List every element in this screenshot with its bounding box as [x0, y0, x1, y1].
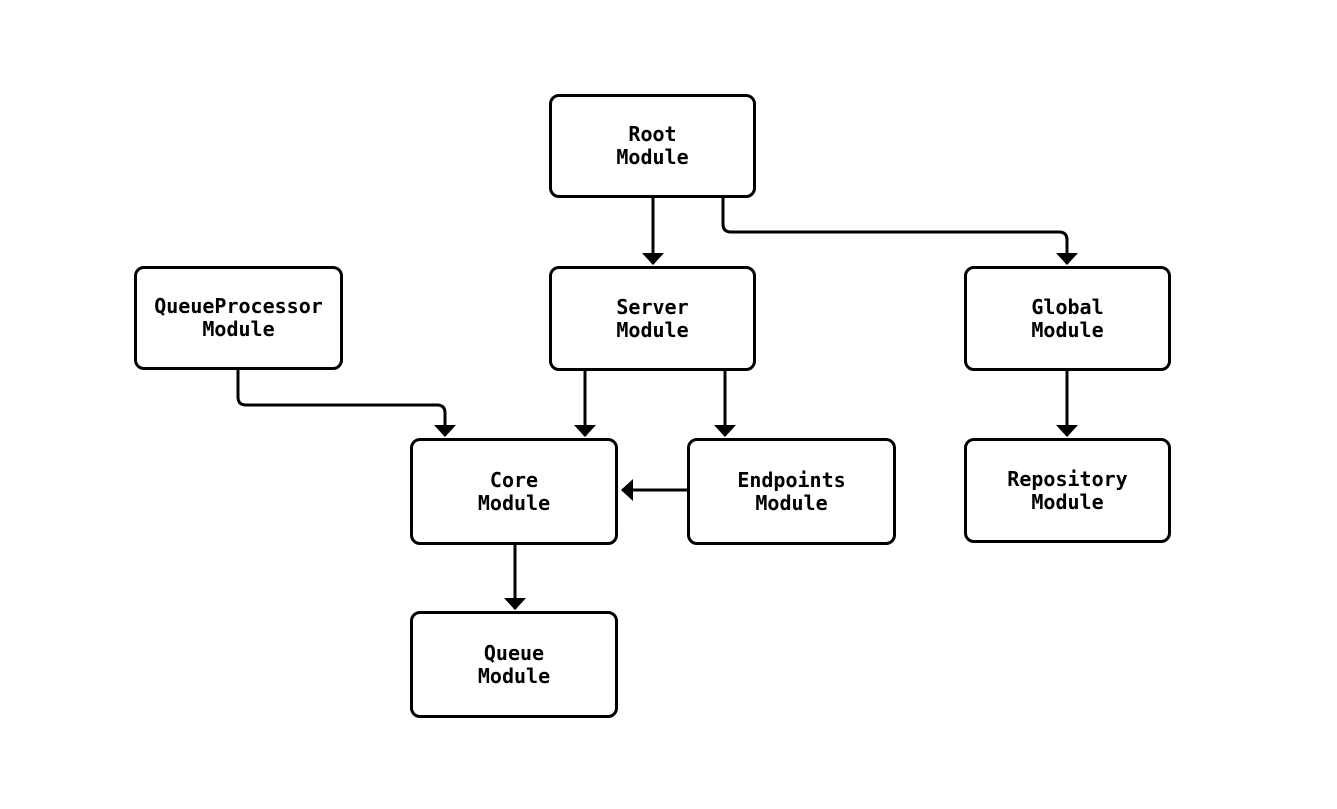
node-endpoints-module: Endpoints Module	[687, 438, 896, 545]
edge-root-to-global	[721, 197, 1078, 265]
node-core-module-label: Core Module	[477, 467, 551, 515]
node-global-module-label: Global Module	[1031, 294, 1104, 342]
node-queueprocessor-module: QueueProcessor Module	[134, 266, 343, 370]
node-endpoints-module-label: Endpoints Module	[737, 467, 846, 515]
node-queueprocessor-module-label: QueueProcessor Module	[154, 294, 323, 341]
node-root-module: Root Module	[549, 94, 756, 198]
node-repository-module: Repository Module	[964, 438, 1171, 543]
node-global-module: Global Module	[964, 266, 1171, 371]
node-queue-module-label: Queue Module	[477, 640, 551, 688]
node-server-module: Server Module	[549, 266, 756, 371]
node-root-module-label: Root Module	[616, 122, 689, 169]
node-repository-module-label: Repository Module	[1007, 466, 1128, 514]
node-queue-module: Queue Module	[410, 611, 618, 718]
edge-queueprocessor-to-core	[236, 368, 456, 437]
node-core-module: Core Module	[410, 438, 618, 545]
node-server-module-label: Server Module	[616, 294, 689, 342]
